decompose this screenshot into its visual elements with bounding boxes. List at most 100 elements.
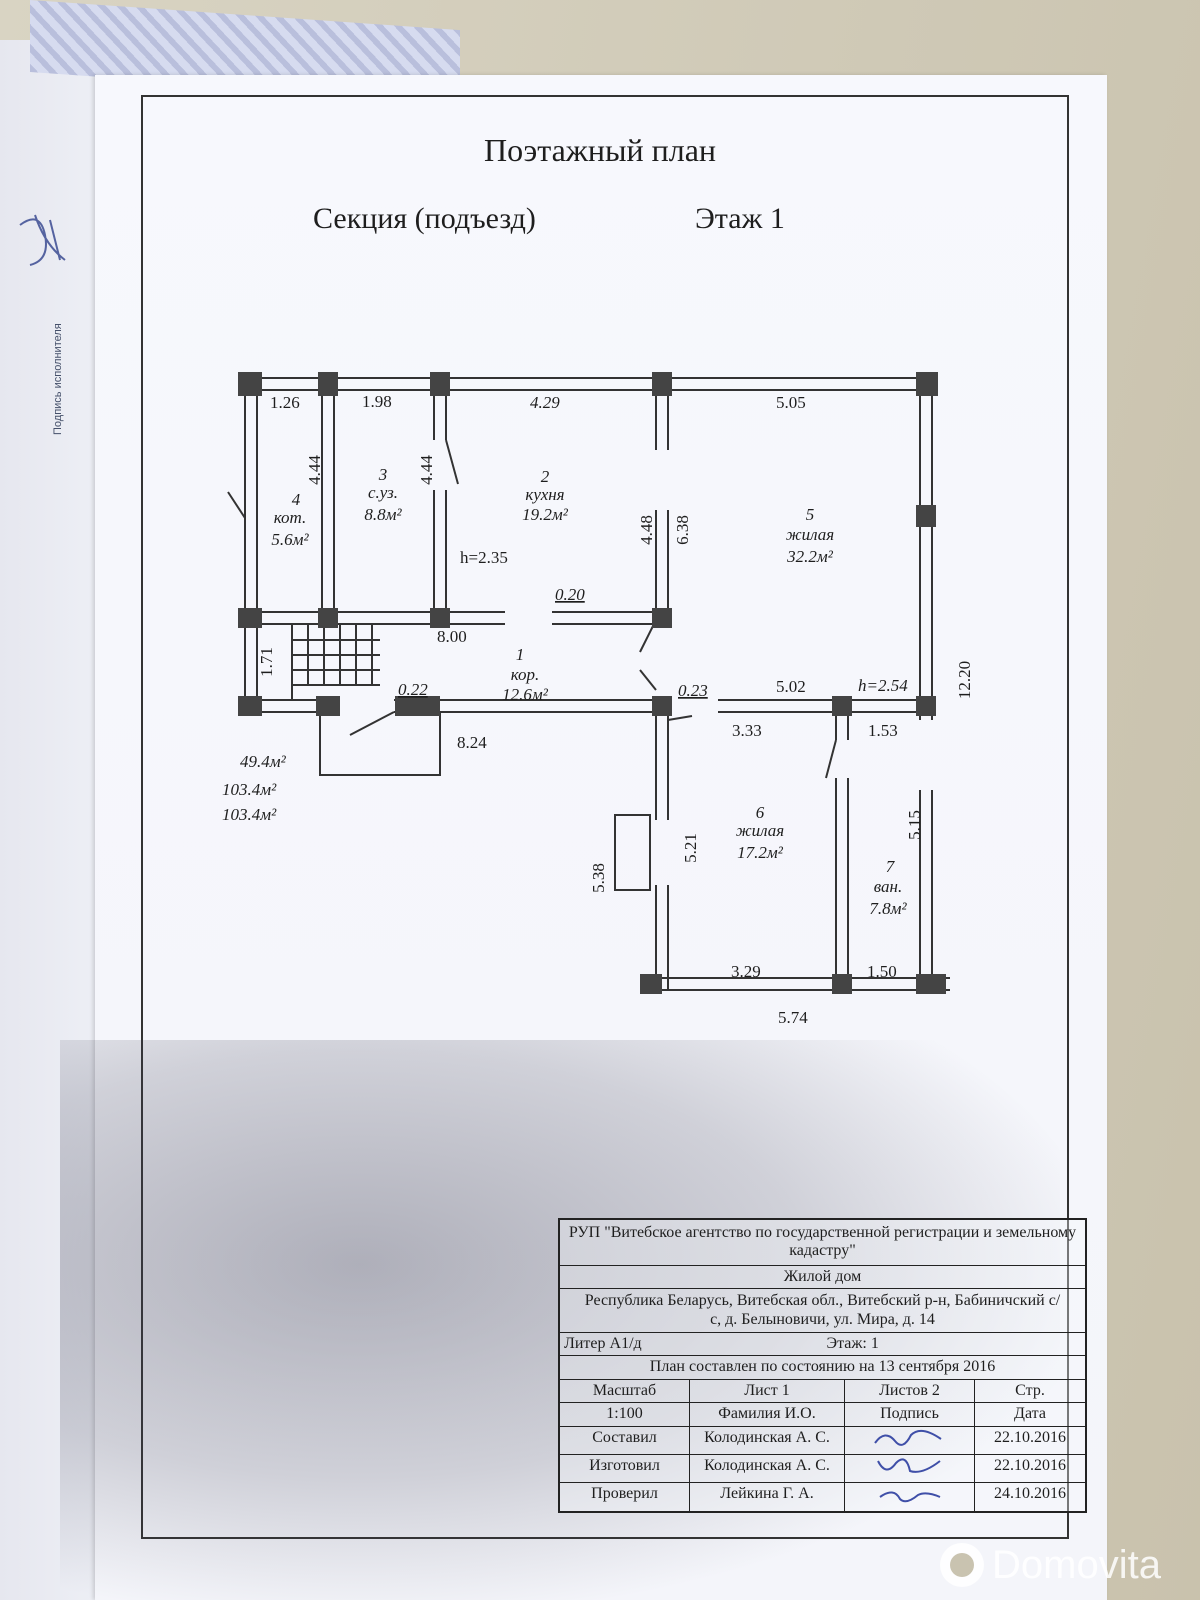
room-7-area: 7.8м² bbox=[869, 899, 907, 918]
svg-text:1: 1 bbox=[516, 645, 525, 664]
plan-sheet bbox=[95, 75, 1107, 1600]
room-1-name: кор. bbox=[511, 665, 540, 684]
dim-1.53: 1.53 bbox=[868, 721, 898, 740]
page-title: Поэтажный план bbox=[483, 132, 717, 168]
wall-joints bbox=[238, 372, 946, 994]
room-6-num: 6 bbox=[756, 803, 765, 822]
dim-0.22: 0.22 bbox=[398, 680, 428, 699]
dim-1.71: 1.71 bbox=[257, 647, 276, 677]
room-4-name: кот. bbox=[274, 508, 307, 527]
stamp-address: Республика Беларусь, Витебская обл., Вит… bbox=[560, 1289, 1085, 1333]
dim-3.33: 3.33 bbox=[732, 721, 762, 740]
dim-5.02: 5.02 bbox=[776, 677, 806, 696]
stamp-role: Изготовил bbox=[560, 1454, 690, 1483]
stamp-object: Жилой дом bbox=[560, 1266, 1085, 1290]
dim-5.05: 5.05 bbox=[776, 393, 806, 412]
room-6-area: 17.2м² bbox=[737, 843, 784, 862]
stamp-date-header: Дата bbox=[1014, 1405, 1046, 1423]
dimension-labels: 1.26 1.98 4.29 5.05 4.44 4.44 4.48 6.38 … bbox=[257, 392, 974, 1027]
total-3: 103.4м² bbox=[222, 805, 277, 824]
stamp-date: 22.10.2016 bbox=[994, 1456, 1066, 1474]
room-3-area: 8.8м² bbox=[364, 505, 402, 524]
dim-3.29: 3.29 bbox=[731, 962, 761, 981]
dim-12.20: 12.20 bbox=[955, 661, 974, 699]
room-3-name: с.уз. bbox=[368, 483, 398, 502]
room-4-area: 5.6м² bbox=[271, 530, 309, 549]
watermark-logo: Domovita bbox=[940, 1540, 1161, 1590]
stamp-scale-value: 1:100 bbox=[560, 1403, 690, 1426]
signature-icon bbox=[878, 1491, 940, 1503]
stamp-date: 22.10.2016 bbox=[994, 1428, 1066, 1446]
stamp-sheet-row: Масштаб Лист 1 Листов 2 Стр. bbox=[560, 1379, 1085, 1404]
left-page: Подпись исполнителя bbox=[0, 40, 110, 1600]
title-block: РУП "Витебское агентство по государствен… bbox=[558, 1218, 1087, 1513]
stamp-role: Составил bbox=[560, 1426, 690, 1454]
dim-1.98: 1.98 bbox=[362, 392, 392, 411]
stamp-liter: Литер А1/д bbox=[564, 1334, 642, 1352]
floor-label: Этаж 1 bbox=[695, 202, 785, 235]
stamp-state: План составлен по состоянию на 13 сентяб… bbox=[560, 1356, 1085, 1380]
dim-4.44-a: 4.44 bbox=[305, 455, 324, 485]
stamp-signer-row: Составил Колодинская А. С. 22.10.2016 bbox=[560, 1426, 1085, 1455]
stamp-sheet-label: Лист 1 bbox=[690, 1379, 845, 1403]
dim-0.20: 0.20 bbox=[555, 585, 585, 604]
section-label: Секция (подъезд) bbox=[313, 202, 536, 235]
dim-1.26: 1.26 bbox=[270, 393, 300, 412]
dim-5.21: 5.21 bbox=[681, 833, 700, 863]
dim-4.29: 4.29 bbox=[530, 393, 560, 412]
dim-1.50: 1.50 bbox=[867, 962, 897, 981]
stamp-role: Проверил bbox=[560, 1483, 690, 1511]
stamp-signature bbox=[845, 1426, 975, 1454]
stamp-liter-row: Литер А1/д Этаж: 1 bbox=[560, 1333, 1085, 1357]
room-labels: 1 кор. 12.6м² 2 кухня 19.2м² 3 с.уз. 8.8… bbox=[271, 465, 907, 918]
stamp-signer-name: Колодинская А. С. bbox=[690, 1454, 845, 1483]
total-1: 49.4м² bbox=[240, 752, 287, 771]
height-1: h=2.35 bbox=[460, 548, 508, 567]
stamp-signer-row: Изготовил Колодинская А. С. 22.10.2016 bbox=[560, 1454, 1085, 1484]
stamp-page-label: Стр. bbox=[1015, 1381, 1045, 1399]
dim-4.44-b: 4.44 bbox=[417, 455, 436, 485]
room-5-num: 5 bbox=[806, 505, 815, 524]
dim-5.15: 5.15 bbox=[905, 810, 924, 840]
room-5-name: жилая bbox=[786, 525, 834, 544]
watermark-text: Domovita bbox=[992, 1542, 1161, 1587]
room-7-num: 7 bbox=[886, 857, 896, 876]
stamp-name-header: Фамилия И.О. bbox=[690, 1403, 845, 1426]
dim-0.23: 0.23 bbox=[678, 681, 708, 700]
stamp-signature bbox=[845, 1454, 975, 1483]
logo-icon bbox=[940, 1543, 984, 1587]
signature-icon bbox=[876, 1458, 941, 1473]
dim-6.38: 6.38 bbox=[673, 515, 692, 545]
room-2-name: кухня bbox=[525, 485, 564, 504]
signature-mark bbox=[19, 214, 66, 266]
stamp-scale-label: Масштаб bbox=[560, 1379, 690, 1403]
dim-8.24: 8.24 bbox=[457, 733, 487, 752]
total-2: 103.4м² bbox=[222, 780, 277, 799]
height-2: h=2.54 bbox=[858, 676, 908, 695]
room-2-num: 2 bbox=[541, 467, 550, 486]
dim-4.48: 4.48 bbox=[637, 515, 656, 545]
room-2-area: 19.2м² bbox=[522, 505, 569, 524]
dim-5.74: 5.74 bbox=[778, 1008, 808, 1027]
dim-5.38: 5.38 bbox=[589, 863, 608, 893]
room-7-name: ван. bbox=[874, 877, 902, 896]
room-6-name: жилая bbox=[736, 821, 784, 840]
dim-8.00: 8.00 bbox=[437, 627, 467, 646]
stamp-date: 24.10.2016 bbox=[994, 1485, 1066, 1503]
signature-icon bbox=[873, 1429, 942, 1446]
room-3-num: 3 bbox=[378, 465, 388, 484]
stamp-signer-row: Проверил Лейкина Г. А. 24.10.2016 bbox=[560, 1483, 1085, 1511]
stamp-sheets-label: Листов 2 bbox=[845, 1379, 975, 1403]
stamp-sign-header: Подпись bbox=[845, 1403, 975, 1426]
stamp-signer-name: Лейкина Г. А. bbox=[690, 1483, 845, 1511]
plan-walls bbox=[227, 377, 950, 991]
room-1-area: 12.6м² bbox=[502, 685, 549, 704]
sheet-frame bbox=[141, 95, 1069, 1539]
area-totals: 49.4м² 103.4м² 103.4м² bbox=[222, 752, 287, 824]
room-5-area: 32.2м² bbox=[786, 547, 834, 566]
stamp-floor: Этаж: 1 bbox=[826, 1334, 879, 1352]
stamp-org: РУП "Витебское агентство по государствен… bbox=[560, 1220, 1085, 1266]
room-1-num: 1 bbox=[516, 645, 525, 664]
stamp-signature bbox=[845, 1483, 975, 1511]
